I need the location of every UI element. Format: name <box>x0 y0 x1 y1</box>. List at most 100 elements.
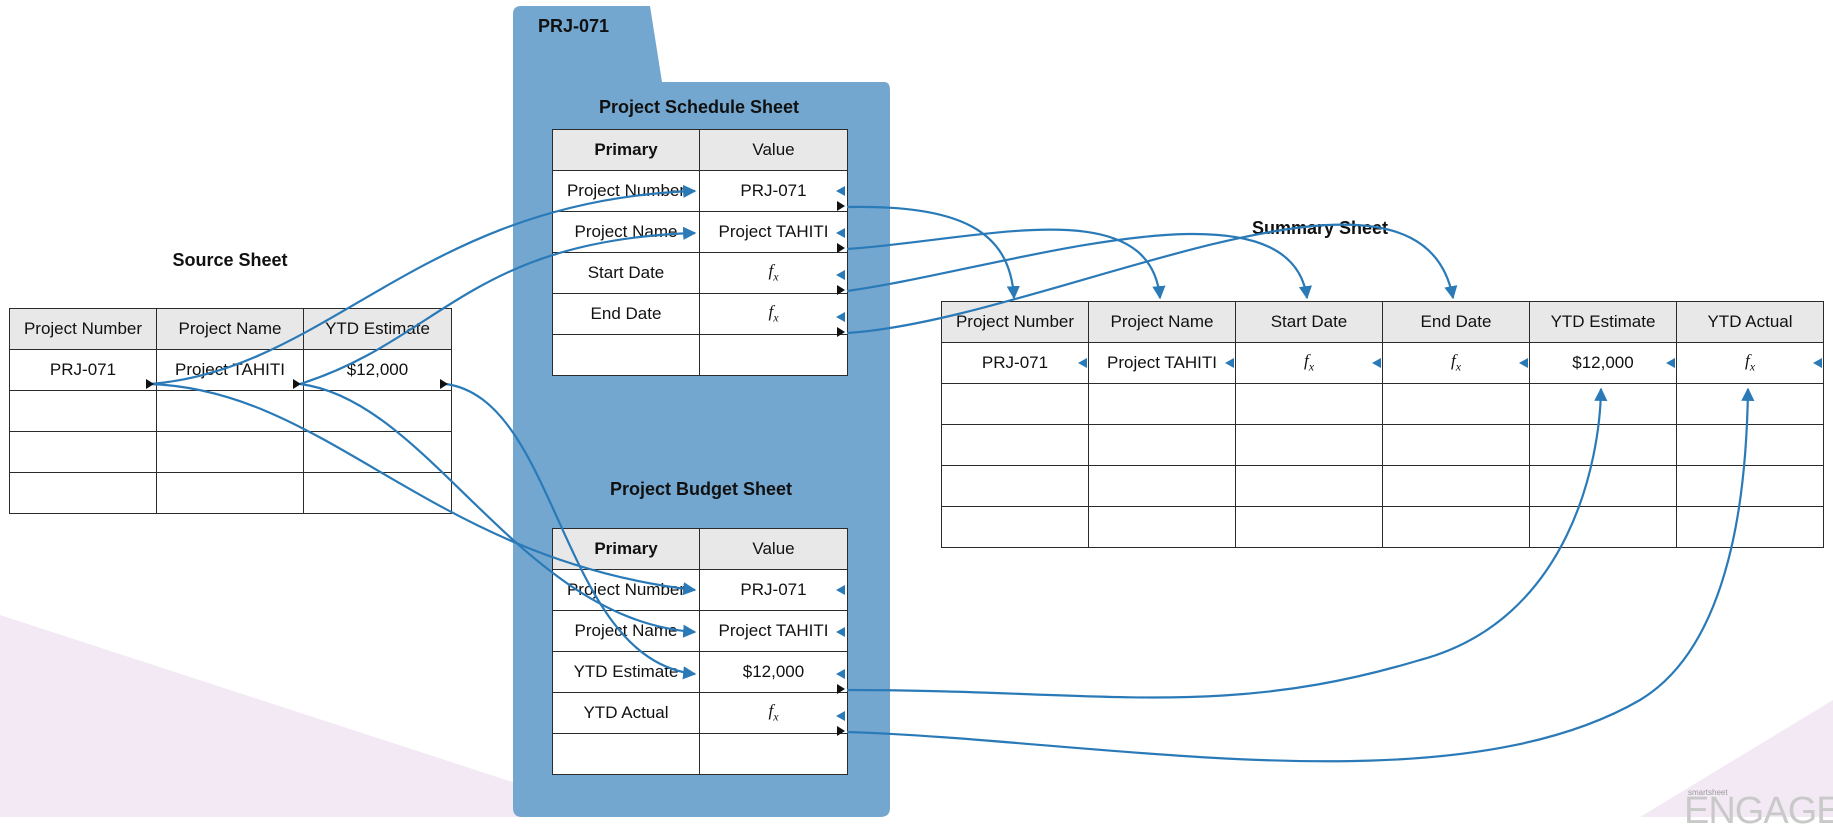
table-row: PRJ-071 Project TAHITI fx fx $12,000 fx <box>941 342 1824 384</box>
empty-row <box>9 431 452 473</box>
empty-row <box>941 424 1824 466</box>
source-header-row: Project Number Project Name YTD Estimate <box>9 308 452 350</box>
table-cell[interactable]: End Date <box>552 293 700 335</box>
budget-sheet-title: Project Budget Sheet <box>609 479 793 499</box>
formula-cell[interactable]: fx <box>1382 342 1530 384</box>
table-cell[interactable]: PRJ-071 <box>699 170 848 212</box>
table-cell[interactable] <box>699 733 848 775</box>
table-row: YTD Actual fx <box>552 692 848 734</box>
column-header[interactable]: Start Date <box>1235 301 1383 343</box>
table-cell[interactable]: YTD Actual <box>552 692 700 734</box>
table-row: Start Date fx <box>552 252 848 294</box>
table-cell[interactable] <box>1676 424 1824 466</box>
empty-row <box>941 506 1824 548</box>
column-header[interactable]: Value <box>699 528 848 570</box>
table-cell[interactable]: Project Name <box>552 610 700 652</box>
column-header[interactable]: YTD Estimate <box>1529 301 1677 343</box>
column-header[interactable]: Project Name <box>1088 301 1236 343</box>
table-cell[interactable] <box>1235 424 1383 466</box>
table-cell[interactable] <box>1088 383 1236 425</box>
empty-row <box>552 334 848 376</box>
column-header[interactable]: YTD Estimate <box>303 308 452 350</box>
table-cell[interactable]: Project Name <box>552 211 700 253</box>
table-cell[interactable] <box>303 472 452 514</box>
empty-row <box>941 383 1824 425</box>
table-cell[interactable] <box>1235 465 1383 507</box>
table-cell[interactable] <box>1529 383 1677 425</box>
folder-label: PRJ-071 <box>538 16 610 36</box>
watermark-small-label: smartsheet <box>1688 788 1728 797</box>
empty-row <box>9 472 452 514</box>
formula-cell[interactable]: fx <box>1235 342 1383 384</box>
table-cell[interactable] <box>1088 424 1236 466</box>
formula-cell[interactable]: fx <box>699 293 848 335</box>
formula-cell[interactable]: fx <box>1676 342 1824 384</box>
table-cell[interactable] <box>941 424 1089 466</box>
table-cell[interactable]: $12,000 <box>699 651 848 693</box>
table-cell[interactable]: $12,000 <box>1529 342 1677 384</box>
budget-header-row: Primary Value <box>552 528 848 570</box>
table-cell[interactable]: Project Number <box>552 170 700 212</box>
table-cell[interactable] <box>156 472 304 514</box>
table-cell[interactable] <box>9 390 157 432</box>
table-cell[interactable] <box>1382 465 1530 507</box>
background-triangle-left <box>0 615 620 817</box>
table-cell[interactable]: Project TAHITI <box>1088 342 1236 384</box>
table-cell[interactable] <box>303 431 452 473</box>
table-cell[interactable] <box>1382 424 1530 466</box>
table-cell[interactable] <box>941 465 1089 507</box>
table-cell[interactable] <box>699 334 848 376</box>
table-cell[interactable] <box>941 383 1089 425</box>
table-cell[interactable]: PRJ-071 <box>9 349 157 391</box>
table-cell[interactable] <box>1529 465 1677 507</box>
column-header[interactable]: Value <box>699 129 848 171</box>
table-cell[interactable]: Project TAHITI <box>699 211 848 253</box>
table-row: Project Name Project TAHITI <box>552 610 848 652</box>
table-cell[interactable] <box>9 472 157 514</box>
column-header[interactable]: Project Number <box>941 301 1089 343</box>
empty-row <box>941 465 1824 507</box>
table-cell[interactable] <box>156 431 304 473</box>
column-header[interactable]: End Date <box>1382 301 1530 343</box>
table-cell[interactable] <box>1676 506 1824 548</box>
summary-sheet-title: Summary Sheet <box>1251 218 1389 238</box>
formula-cell[interactable]: fx <box>699 692 848 734</box>
table-cell[interactable] <box>1382 383 1530 425</box>
table-row: Project Number PRJ-071 <box>552 170 848 212</box>
table-cell[interactable] <box>1235 506 1383 548</box>
table-cell[interactable]: PRJ-071 <box>699 569 848 611</box>
table-cell[interactable] <box>156 390 304 432</box>
column-header[interactable]: Project Name <box>156 308 304 350</box>
schedule-sheet-title: Project Schedule Sheet <box>598 97 800 117</box>
table-cell[interactable] <box>9 431 157 473</box>
table-cell[interactable] <box>552 733 700 775</box>
table-row: Project Number PRJ-071 <box>552 569 848 611</box>
table-cell[interactable] <box>1676 465 1824 507</box>
column-header[interactable]: Project Number <box>9 308 157 350</box>
table-cell[interactable] <box>552 334 700 376</box>
table-cell[interactable] <box>1088 506 1236 548</box>
table-cell[interactable] <box>1235 383 1383 425</box>
table-cell[interactable]: $12,000 <box>303 349 452 391</box>
table-cell[interactable]: Project Number <box>552 569 700 611</box>
source-sheet-table: Project Number Project Name YTD Estimate… <box>9 308 452 514</box>
table-cell[interactable]: YTD Estimate <box>552 651 700 693</box>
table-row: Project Name Project TAHITI <box>552 211 848 253</box>
table-cell[interactable]: Project TAHITI <box>699 610 848 652</box>
table-cell[interactable] <box>303 390 452 432</box>
table-cell[interactable] <box>1088 465 1236 507</box>
schedule-header-row: Primary Value <box>552 129 848 171</box>
table-cell[interactable] <box>1382 506 1530 548</box>
column-header[interactable]: Primary <box>552 528 700 570</box>
column-header[interactable]: YTD Actual <box>1676 301 1824 343</box>
table-cell[interactable] <box>1529 424 1677 466</box>
table-cell[interactable] <box>1529 506 1677 548</box>
table-cell[interactable]: Start Date <box>552 252 700 294</box>
table-cell[interactable] <box>1676 383 1824 425</box>
column-header[interactable]: Primary <box>552 129 700 171</box>
formula-cell[interactable]: fx <box>699 252 848 294</box>
table-cell[interactable]: Project TAHITI <box>156 349 304 391</box>
table-cell[interactable]: PRJ-071 <box>941 342 1089 384</box>
schedule-sheet-table: Primary Value Project Number PRJ-071 Pro… <box>552 129 848 376</box>
table-cell[interactable] <box>941 506 1089 548</box>
